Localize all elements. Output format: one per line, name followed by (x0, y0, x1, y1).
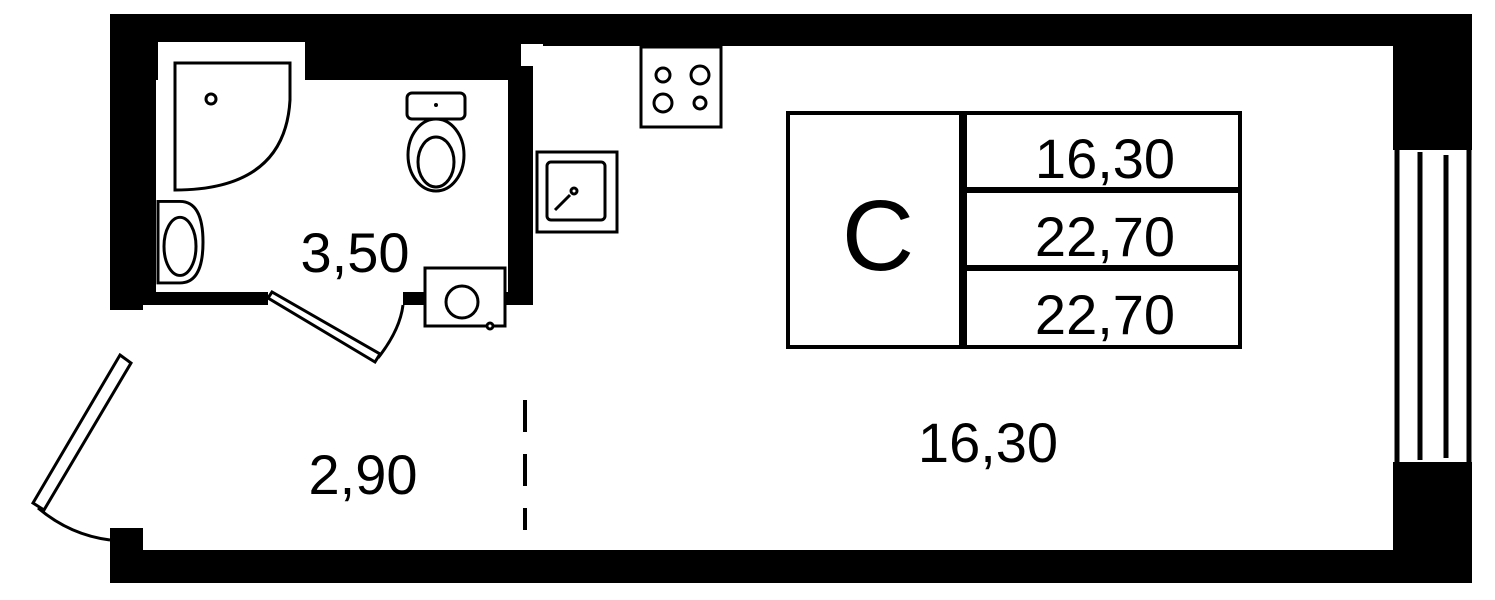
vent-duct (521, 44, 543, 66)
hallway (143, 305, 533, 550)
bathroom-door[interactable] (265, 290, 405, 365)
entrance-door[interactable] (30, 352, 133, 542)
window[interactable] (1393, 150, 1472, 462)
bathroom-area-label: 3,50 (301, 221, 410, 284)
total-area-value: 22,70 (1035, 205, 1175, 268)
living-area-value: 16,30 (1035, 127, 1175, 190)
shower-tray-icon (173, 61, 292, 192)
area-summary-table: С 16,30 22,70 22,70 (786, 111, 1242, 349)
entrance-opening (110, 310, 143, 528)
bathroom-door-opening (268, 290, 403, 306)
washing-machine-icon (423, 266, 507, 331)
kitchen-sink-icon (535, 150, 619, 234)
hallway-area-label: 2,90 (309, 443, 418, 506)
total-area-with-balcony-value: 22,70 (1035, 283, 1175, 346)
shower-drain-icon (204, 92, 218, 106)
window-frame (1394, 150, 1472, 462)
apartment-type-label: С (842, 180, 914, 292)
living-area-label: 16,30 (918, 411, 1058, 474)
stove-icon (639, 45, 723, 129)
washbasin-icon (156, 200, 205, 285)
toilet-icon (405, 91, 467, 193)
